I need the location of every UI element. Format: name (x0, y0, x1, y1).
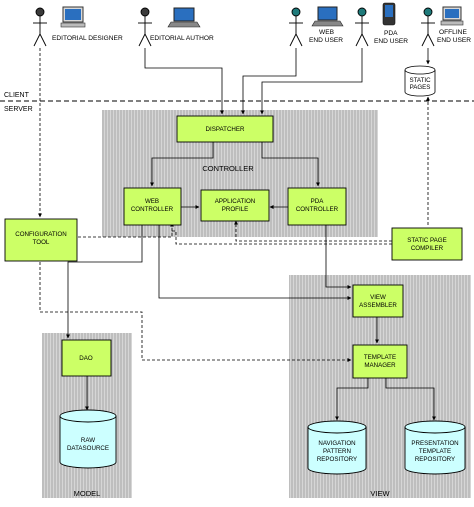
controller-zone-label: CONTROLLER (202, 164, 254, 173)
pda-controller-label-1: PDA (311, 198, 325, 205)
server-label: SERVER (4, 106, 33, 113)
view-zone-label: VIEW (370, 489, 390, 498)
view-assembler-label-1: VIEW (370, 294, 386, 301)
presentation-repo-label-2: TEMPLATE (419, 448, 451, 455)
dispatcher-label: DISPATCHER (206, 126, 245, 133)
actor-offline-label-2: END USER (437, 37, 471, 44)
edge-pdactrl-viewassembler (325, 225, 352, 289)
view-assembler-box: VIEW ASSEMBLER (352, 284, 404, 318)
static-page-compiler-label-1: STATIC PAGE (407, 237, 447, 244)
edge-config-webctrl (78, 222, 174, 238)
laptop-icon (167, 7, 201, 28)
static-pages-label-2: PAGES (410, 84, 431, 91)
raw-datasource-label-2: DATASOURCE (67, 445, 109, 452)
edge-dispatcher-webctrl (150, 142, 214, 187)
raw-datasource-store: RAW DATASOURCE (59, 409, 117, 469)
monitor-icon (60, 6, 86, 28)
edge-compiler-webctrl (170, 230, 392, 245)
edge-templatemgr-navrepo (335, 378, 369, 421)
dao-label: DAO (79, 355, 93, 362)
template-manager-label-2: MANAGER (364, 362, 396, 369)
template-manager-label-1: TEMPLATE (364, 354, 396, 361)
web-controller-label-1: WEB (145, 198, 159, 205)
static-pages-store: STATIC PAGES (404, 65, 436, 97)
dao-box: DAO (61, 339, 112, 377)
actor-editorial-designer-label: EDITORIAL DESIGNER (52, 35, 123, 42)
pda-controller-box: PDA CONTROLLER (287, 187, 347, 226)
client-label: CLIENT (4, 92, 30, 99)
actor-editorial-author-label: EDITORIAL AUTHOR (150, 35, 214, 42)
actor-web-end-user (289, 7, 303, 47)
connectors (38, 48, 436, 421)
presentation-repo-label-1: PRESENTATION (411, 440, 458, 447)
actor-editorial-designer (33, 7, 47, 47)
edge-web-dispatcher (241, 48, 297, 115)
edge-pda-dispatcher (260, 48, 363, 115)
actor-offline-end-user (421, 7, 435, 47)
edge-config-templatemgr (39, 262, 352, 362)
presentation-repo-label-3: REPOSITORY (415, 456, 455, 463)
navigation-repo-label-2: PATTERN (323, 448, 351, 455)
application-profile-label-1: APPLICATION (215, 198, 255, 205)
template-manager-box: TEMPLATE MANAGER (352, 344, 408, 379)
presentation-template-repository-store: PRESENTATION TEMPLATE REPOSITORY (404, 420, 466, 475)
edge-author-dispatcher (144, 48, 224, 115)
actor-editorial-author (138, 7, 152, 47)
laptop-icon (311, 6, 344, 27)
actor-pda-label-1: PDA (384, 30, 398, 37)
static-pages-label-1: STATIC (409, 77, 431, 84)
dispatcher-box: DISPATCHER (176, 115, 274, 143)
navigation-repo-label-3: REPOSITORY (317, 456, 357, 463)
pda-icon (382, 2, 396, 26)
edge-dispatcher-pdactrl (261, 142, 320, 187)
static-page-compiler-box: STATIC PAGE COMPILER (391, 227, 463, 261)
application-profile-label-2: PROFILE (222, 206, 248, 213)
actor-pda-label-2: END USER (374, 38, 408, 45)
configuration-tool-box: CONFIGURATION TOOL (4, 218, 78, 262)
configuration-tool-label-2: TOOL (33, 239, 50, 246)
edge-webctrl-viewassembler (158, 225, 352, 300)
static-page-compiler-label-2: COMPILER (411, 245, 444, 252)
web-controller-label-2: CONTROLLER (131, 206, 174, 213)
edge-templatemgr-presrepo (385, 378, 436, 421)
raw-datasource-label-1: RAW (81, 437, 95, 444)
edge-webctrl-dao (66, 225, 143, 339)
actor-web-label-2: END USER (309, 37, 343, 44)
navigation-pattern-repository-store: NAVIGATION PATTERN REPOSITORY (307, 420, 367, 475)
edge-compiler-profile (234, 220, 392, 242)
application-profile-box: APPLICATION PROFILE (200, 189, 270, 222)
pda-controller-label-2: CONTROLLER (296, 206, 339, 213)
navigation-repo-label-1: NAVIGATION (318, 440, 355, 447)
monitor-icon (440, 6, 464, 26)
actor-offline-label-1: OFFLINE (439, 29, 467, 36)
configuration-tool-label-1: CONFIGURATION (15, 231, 66, 238)
actor-pda-end-user (355, 7, 369, 47)
model-zone-label: MODEL (74, 489, 101, 498)
view-assembler-label-2: ASSEMBLER (359, 302, 397, 309)
web-controller-box: WEB CONTROLLER (123, 187, 182, 226)
actor-web-label-1: WEB (319, 29, 335, 36)
